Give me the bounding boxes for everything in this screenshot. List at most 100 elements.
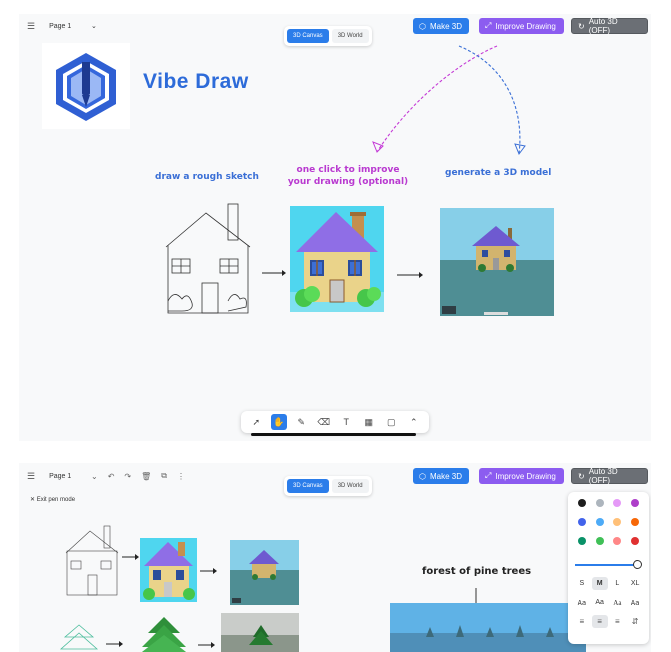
tab-3d-canvas-2[interactable]: 3D Canvas (287, 479, 329, 493)
caption-improve: one click to improve your drawing (optio… (287, 164, 409, 188)
text-tool-icon[interactable]: T (343, 417, 350, 427)
size-option[interactable]: L (615, 580, 620, 587)
cube-icon-2: ⬡ (419, 471, 426, 481)
caption-model: generate a 3D model (445, 168, 552, 178)
canvas-note: forest of pine trees (422, 566, 532, 577)
scrollbar[interactable] (251, 433, 416, 436)
opacity-slider[interactable] (575, 560, 642, 569)
arrow-2 (397, 272, 423, 278)
color-swatch[interactable] (595, 537, 604, 545)
caption-sketch: draw a rough sketch (155, 172, 259, 182)
hamburger-icon[interactable]: ☰ (27, 21, 36, 31)
align-right-icon[interactable]: ≡ (615, 617, 620, 626)
more-tools-icon[interactable]: ⌃ (409, 416, 418, 427)
arrow-1 (262, 270, 286, 276)
redo-icon[interactable]: ↷ (124, 471, 132, 481)
thumb-arrow-1 (122, 554, 139, 560)
size-option[interactable]: S (579, 580, 585, 587)
improved-house-image[interactable] (290, 206, 384, 312)
3d-model-thumb[interactable] (230, 540, 299, 605)
color-swatch[interactable] (613, 537, 622, 545)
improved-house-thumb[interactable] (140, 538, 197, 602)
align-left-icon[interactable]: ≡ (579, 617, 585, 626)
color-swatch[interactable] (613, 518, 622, 526)
vertical-align-icon[interactable]: ⇵ (631, 617, 639, 626)
refresh-icon: ↻ (578, 21, 585, 31)
edit-actions: ⌄ ↶ ↷ 🗑 ⧉ ⋮ (91, 471, 185, 481)
font-option[interactable]: Aa (577, 598, 587, 607)
color-swatch[interactable] (595, 518, 604, 526)
improve-drawing-button-2[interactable]: ⤢Improve Drawing (479, 468, 564, 484)
make-3d-button[interactable]: ⬡Make 3D (413, 18, 469, 34)
color-swatch[interactable] (613, 499, 622, 507)
slider-handle[interactable] (633, 560, 642, 569)
font-option[interactable]: Aa (613, 598, 622, 607)
thumb-arrow-3 (106, 641, 123, 647)
canvas-panel-bottom[interactable]: ☰ Page 1 ⌄ ↶ ↷ 🗑 ⧉ ⋮ ✕ Exit pen mode 3D … (19, 463, 651, 652)
color-swatch[interactable] (577, 518, 586, 526)
hand-tool-icon[interactable]: ✋ (270, 414, 287, 430)
make-3d-button-2[interactable]: ⬡Make 3D (413, 468, 469, 484)
canvas-panel-top[interactable]: ☰ Page 1 ⌄ 3D Canvas 3D World ⬡Make 3D ⤢… (19, 14, 651, 441)
slider-track (575, 564, 636, 566)
pine-sketch-thumb[interactable] (59, 623, 101, 652)
duplicate-icon[interactable]: ⧉ (161, 471, 167, 480)
eraser-tool-icon[interactable]: ⌫ (317, 416, 331, 427)
house-sketch[interactable] (162, 201, 254, 317)
exit-pen-label: Exit pen mode (36, 497, 76, 503)
tab-3d-canvas[interactable]: 3D Canvas (287, 29, 329, 43)
font-selector: Aa Aa Aa Aa (573, 596, 644, 609)
improve-drawing-button[interactable]: ⤢Improve Drawing (479, 18, 564, 34)
pine-improved-thumb[interactable] (136, 615, 192, 652)
thumb-arrow-4 (198, 642, 215, 648)
improve-drawing-label-2: Improve Drawing (495, 471, 556, 481)
font-option[interactable]: Aa (595, 599, 604, 606)
expand-icon-2: ⤢ (485, 471, 492, 480)
page-menu-label-2: Page 1 (49, 473, 72, 480)
color-swatch[interactable] (577, 537, 586, 545)
thumb-arrow-2 (200, 568, 217, 574)
pine-3d-thumb[interactable] (221, 613, 299, 652)
select-tool-icon[interactable]: ➚ (252, 416, 261, 427)
auto-3d-button[interactable]: ↻Auto 3D (OFF) (571, 17, 648, 35)
forest-scene-image[interactable] (390, 603, 586, 652)
make-3d-label: Make 3D (429, 21, 462, 31)
page-menu[interactable]: ☰ Page 1 (27, 21, 71, 32)
chevron-down-icon[interactable]: ⌄ (91, 23, 97, 30)
page-menu-2[interactable]: ☰ Page 1 (27, 471, 71, 482)
refresh-icon-2: ↻ (578, 471, 585, 481)
brand-title: Vibe Draw (143, 70, 249, 93)
asset-tool-icon[interactable]: ▦ (364, 416, 373, 427)
exit-pen-mode-button[interactable]: ✕ Exit pen mode (30, 497, 76, 503)
trash-icon[interactable]: 🗑 (141, 471, 152, 481)
caption-improve-line2: your drawing (optional) (287, 177, 409, 187)
view-toggle-2: 3D Canvas 3D World (284, 476, 372, 496)
size-option[interactable]: M (591, 577, 608, 590)
color-swatch[interactable] (631, 499, 640, 507)
view-toggle: 3D Canvas 3D World (284, 26, 372, 46)
draw-tool-icon[interactable]: ✎ (297, 416, 306, 427)
align-selector: ≡ ≡ ≡ ⇵ (573, 615, 644, 628)
size-option[interactable]: XL (630, 580, 640, 587)
bottom-toolbar: ➚ ✋ ✎ ⌫ T ▦ ▢ ⌃ (241, 411, 429, 433)
chevron-down-icon-2[interactable]: ⌄ (91, 471, 98, 481)
hamburger-icon-2[interactable]: ☰ (27, 471, 36, 481)
align-center-icon[interactable]: ≡ (591, 615, 608, 628)
3d-model-image[interactable] (440, 208, 554, 316)
caption-improve-line1: one click to improve (296, 165, 400, 175)
rectangle-tool-icon[interactable]: ▢ (386, 416, 396, 427)
font-option[interactable]: Aa (630, 598, 640, 607)
tab-3d-world[interactable]: 3D World (331, 29, 369, 43)
color-swatch[interactable] (595, 499, 604, 507)
make-3d-label-2: Make 3D (429, 471, 462, 481)
house-sketch-thumb[interactable] (64, 525, 120, 597)
color-swatch[interactable] (577, 499, 586, 507)
auto-3d-button-2[interactable]: ↻Auto 3D (OFF) (571, 467, 648, 485)
color-swatch[interactable] (631, 518, 640, 526)
tab-3d-world-2[interactable]: 3D World (331, 479, 369, 493)
color-swatch[interactable] (631, 537, 640, 545)
page-menu-label: Page 1 (49, 23, 72, 30)
more-icon[interactable]: ⋮ (176, 471, 185, 481)
undo-icon[interactable]: ↶ (107, 471, 115, 481)
